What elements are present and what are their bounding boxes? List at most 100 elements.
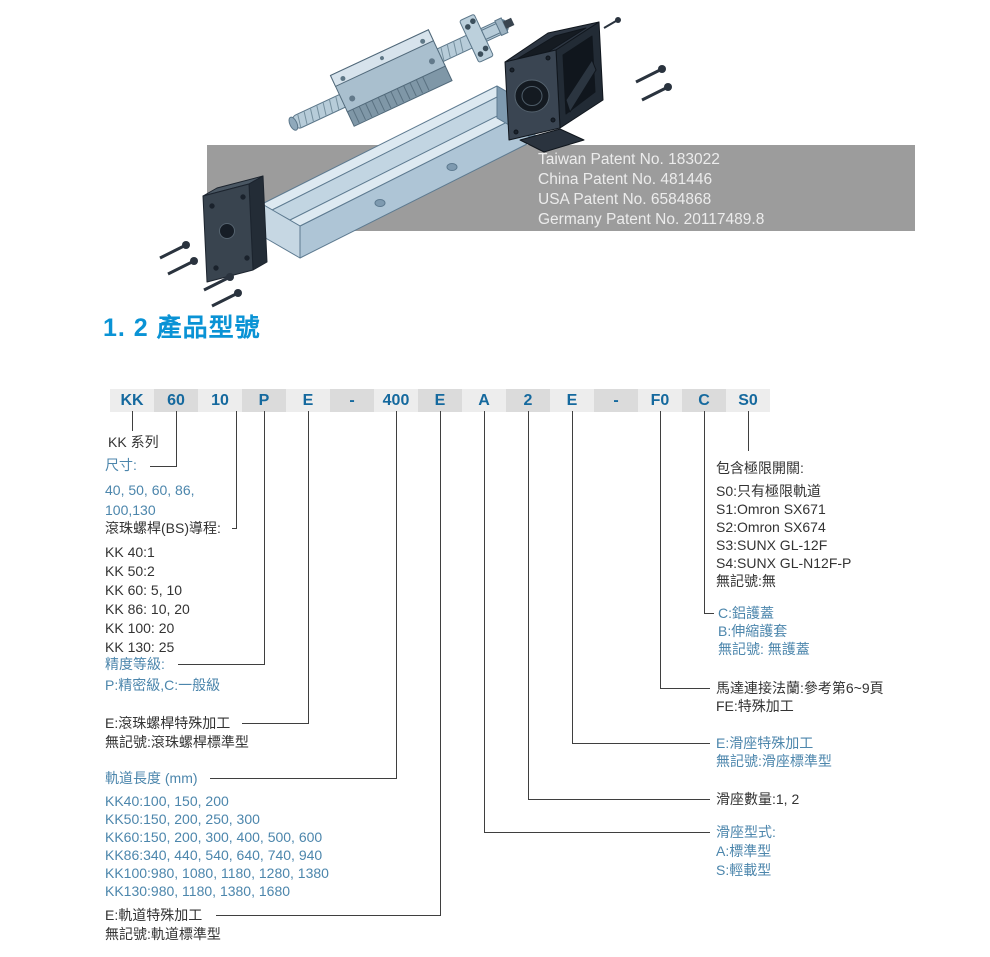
callout-line	[308, 411, 309, 723]
screw-icon	[159, 241, 242, 308]
patent-line: USA Patent No. 6584868	[538, 191, 711, 208]
label-cover: C:鋁護蓋 B:伸縮護套 無記號: 無護蓋	[718, 604, 810, 658]
label-accuracy-title: 精度等級:	[105, 656, 165, 672]
patent-line: Taiwan Patent No. 183022	[538, 151, 720, 168]
carriage-block	[329, 29, 453, 127]
label-cover-line: B:伸縮護套	[718, 623, 788, 639]
label-rail-length-line: KK50:150, 200, 250, 300	[105, 811, 260, 827]
label-screw-standard-line: 無記號:滾珠螺桿標準型	[105, 734, 249, 750]
model-segment: 10	[198, 389, 242, 412]
label-size-title: 尺寸:	[105, 457, 137, 473]
label-accuracy-line: P:精密級,C:一般級	[105, 677, 221, 693]
patent-line: China Patent No. 481446	[538, 171, 712, 188]
model-segment: 2	[506, 389, 550, 412]
label-lead-line: KK 60: 5, 10	[105, 582, 183, 598]
label-rail-length-line: KK130:980, 1180, 1380, 1680	[105, 883, 291, 899]
ballscrew-assembly	[288, 14, 515, 131]
callout-line	[528, 411, 529, 799]
exploded-view-illustration: Taiwan Patent No. 183022 China Patent No…	[159, 14, 915, 308]
model-segment: P	[242, 389, 286, 412]
label-cover-line: C:鋁護蓋	[718, 605, 774, 621]
label-rail-special-line: E:軌道特殊加工	[105, 907, 203, 923]
callout-line	[484, 832, 710, 833]
motor-mount-bracket	[504, 17, 621, 153]
end-plate	[202, 175, 268, 283]
label-slide-special: E:滑座特殊加工 無記號:滑座標準型	[716, 734, 832, 770]
model-segment: E	[418, 389, 462, 412]
label-flange-line: 馬達連接法蘭:參考第6~9頁	[716, 680, 884, 696]
section-heading: 1. 2 產品型號	[103, 314, 261, 342]
callout-line	[748, 411, 749, 451]
label-limit-title: 包含極限開關:	[716, 460, 804, 476]
model-segment: A	[462, 389, 506, 412]
label-flange-line: FE:特殊加工	[716, 698, 794, 714]
callout-line	[132, 411, 133, 431]
label-rail-length-title: 軌道長度 (mm)	[105, 770, 198, 786]
label-size-line: 100,130	[105, 502, 156, 518]
callout-line	[660, 411, 661, 688]
label-motor-flange: 馬達連接法蘭:參考第6~9頁 FE:特殊加工	[716, 679, 884, 715]
label-ballscrew-special: E:滾珠螺桿特殊加工 無記號:滾珠螺桿標準型	[105, 714, 249, 752]
model-segment: C	[682, 389, 726, 412]
label-lead-line: KK 50:2	[105, 563, 155, 579]
model-number-bar: KK 60 10 P E - 400 E A 2 E - F0 C S0	[110, 389, 770, 412]
model-segment: S0	[726, 389, 770, 412]
label-rail-length-line: KK60:150, 200, 300, 400, 500, 600	[105, 829, 323, 845]
model-segment: F0	[638, 389, 682, 412]
label-kk-series: KK 系列	[108, 434, 159, 450]
label-slide-special-line: E:滑座特殊加工	[716, 735, 814, 751]
label-lead-line: KK 130: 25	[105, 639, 175, 655]
label-limit-line: 無記號:無	[716, 573, 776, 589]
label-size-line: 40, 50, 60, 86,	[105, 482, 195, 498]
model-segment: E	[286, 389, 330, 412]
label-rail-standard-line: 無記號:軌道標準型	[105, 926, 221, 942]
callout-line	[210, 778, 397, 779]
label-slide-type-line: A:標準型	[716, 843, 772, 859]
callout-line	[232, 528, 237, 529]
label-ballscrew-lead: 滾珠螺桿(BS)導程: KK 40:1 KK 50:2 KK 60: 5, 10…	[105, 519, 221, 657]
callout-line	[236, 411, 237, 528]
label-rail-length-line: KK40:100, 150, 200	[105, 793, 229, 809]
label-slide-type-line: S:輕載型	[716, 862, 772, 878]
label-limit-line: S4:SUNX GL-N12F-P	[716, 555, 852, 571]
label-screw-special-line: E:滾珠螺桿特殊加工	[105, 715, 231, 731]
model-segment: E	[550, 389, 594, 412]
model-segment: -	[330, 389, 374, 412]
callout-line	[396, 411, 397, 778]
label-slide-type: 滑座型式: A:標準型 S:輕載型	[716, 823, 776, 880]
callout-line	[176, 411, 177, 466]
callout-line	[528, 799, 710, 800]
callout-line	[572, 411, 573, 743]
callout-line	[242, 723, 309, 724]
model-segment: KK	[110, 389, 154, 412]
callout-line	[150, 466, 177, 467]
label-lead-line: KK 40:1	[105, 544, 155, 560]
model-segment: -	[594, 389, 638, 412]
callout-line	[440, 411, 441, 915]
callout-line	[704, 613, 714, 614]
screw-icon	[635, 65, 672, 102]
callout-line	[484, 411, 485, 832]
label-cover-line: 無記號: 無護蓋	[718, 641, 810, 657]
label-limit-line: S2:Omron SX674	[716, 519, 826, 535]
callout-line	[178, 664, 265, 665]
callout-line	[216, 915, 441, 916]
label-slide-special-line: 無記號:滑座標準型	[716, 753, 832, 769]
label-lead-line: KK 100: 20	[105, 620, 175, 636]
label-limit-line: S3:SUNX GL-12F	[716, 537, 828, 553]
label-rail-length-line: KK86:340, 440, 540, 640, 740, 940	[105, 847, 323, 863]
model-segment: 60	[154, 389, 198, 412]
label-slide-quantity: 滑座數量:1, 2	[716, 791, 800, 807]
label-lead-line: KK 86: 10, 20	[105, 601, 190, 617]
label-lead-title: 滾珠螺桿(BS)導程:	[105, 520, 221, 536]
label-limit-switch: 包含極限開關: S0:只有極限軌道 S1:Omron SX671 S2:Omro…	[716, 459, 851, 590]
patent-line: Germany Patent No. 20117489.8	[538, 211, 764, 228]
label-rail-special: E:軌道特殊加工 無記號:軌道標準型	[105, 906, 221, 944]
callout-line	[704, 411, 705, 613]
label-limit-line: S0:只有極限軌道	[716, 483, 822, 499]
label-slide-type-title: 滑座型式:	[716, 824, 776, 840]
model-segment: 400	[374, 389, 418, 412]
label-accuracy: 精度等級: P:精密級,C:一般級	[105, 654, 220, 696]
callout-line	[660, 688, 710, 689]
callout-line	[264, 411, 265, 664]
